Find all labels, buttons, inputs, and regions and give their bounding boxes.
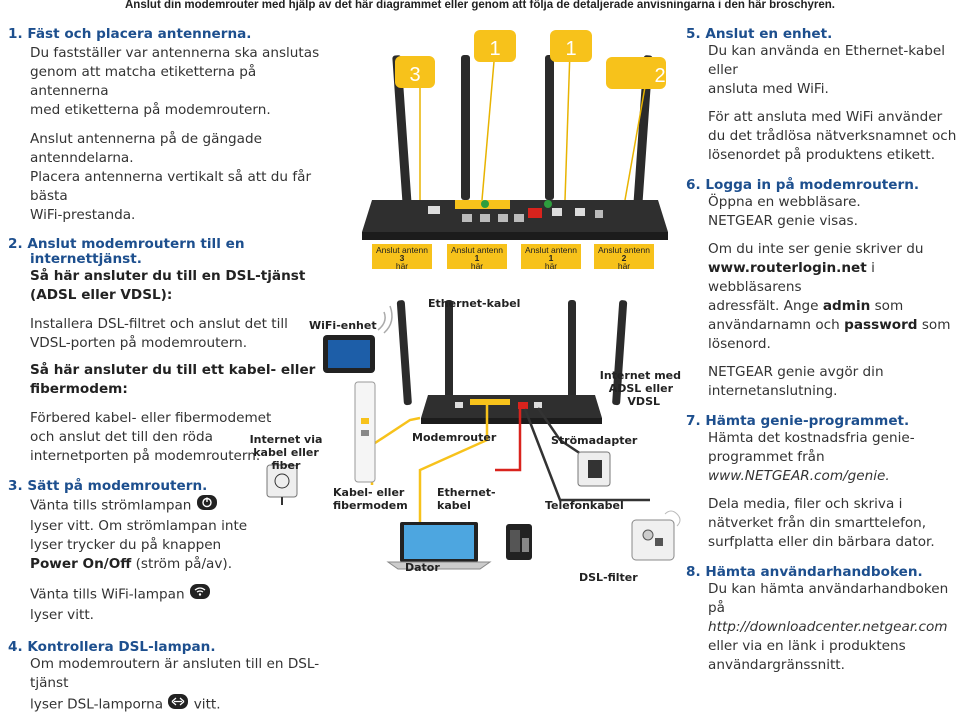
svg-text:2: 2 <box>622 253 627 263</box>
wifi-led-icon <box>189 583 211 606</box>
antenna-callout-1a <box>474 30 516 62</box>
label-internet-dsl-3: VDSL <box>627 395 660 408</box>
label-internet-dsl-1: Internet med <box>600 369 681 382</box>
antenna-callout-3 <box>395 56 435 88</box>
label-telefonkabel: Telefonkabel <box>545 499 624 512</box>
fiber-wall-jack <box>266 464 298 505</box>
label-internet-fiber-1: Internet via <box>250 433 323 446</box>
label-wifi-enhet: WiFi-enhet <box>309 319 377 332</box>
phone <box>506 524 532 560</box>
label-modemrouter: Modemrouter <box>412 431 497 444</box>
dsl-filter <box>631 510 681 561</box>
svg-text:1: 1 <box>475 253 480 263</box>
label-kabel-modem-1: Kabel- eller <box>333 486 405 499</box>
antenna-callout-1b <box>550 30 592 62</box>
svg-text:3: 3 <box>409 64 420 86</box>
page-header: Anslut din modemrouter med hjälp av det … <box>125 0 835 11</box>
step5-title: 5. Anslut en enhet. <box>686 26 833 42</box>
step7-title: 7. Hämta genie-programmet. <box>686 413 910 429</box>
label-kabel-modem-2: fibermodem <box>333 499 408 512</box>
routerlogin-link[interactable]: www.routerlogin.net <box>708 260 867 276</box>
antenna-number-callouts: 3 1 1 2 <box>395 30 666 89</box>
step1-text1: Du fastställer var antennerna ska anslut… <box>30 45 320 118</box>
svg-text:här: här <box>545 261 557 271</box>
label-ethernet-bottom-1: Ethernet- <box>437 486 496 499</box>
label-dsl-filter: DSL-filter <box>579 571 638 584</box>
label-ethernet-bottom-2: kabel <box>437 499 471 512</box>
router-back-view <box>362 200 668 240</box>
svg-text:2: 2 <box>654 65 665 87</box>
svg-text:här: här <box>471 261 483 271</box>
downloadcenter-link[interactable]: http://downloadcenter.netgear.com <box>708 619 948 635</box>
svg-text:här: här <box>618 261 630 271</box>
svg-text:Anslut antenn: Anslut antenn <box>451 245 503 255</box>
label-internet-fiber-3: fiber <box>272 459 301 472</box>
step1-title: 1. Fäst och placera antennerna. <box>8 26 252 42</box>
step6-text2: Om du inte ser genie skriver du www.rout… <box>708 241 951 352</box>
wifi-device <box>323 305 393 373</box>
svg-text:1: 1 <box>565 38 576 60</box>
svg-text:Anslut antenn: Anslut antenn <box>525 245 577 255</box>
step6-text1: Öppna en webbläsare.NETGEAR genie visas. <box>708 194 861 229</box>
antenna-callout-2 <box>606 57 666 89</box>
bottom-router <box>396 300 628 424</box>
right-column: 5. Anslut en enhet. Du kan använda en Et… <box>686 26 958 675</box>
step1-text2: Anslut antennerna på de gängade antennde… <box>30 131 312 223</box>
label-internet-fiber-2: kabel eller <box>253 446 319 459</box>
step7-text1: Hämta det kostnadsfria genie-programmet … <box>708 430 915 484</box>
svg-text:Anslut antenn: Anslut antenn <box>598 245 650 255</box>
svg-text:1: 1 <box>489 38 500 60</box>
label-stromadapter: Strömadapter <box>551 434 638 447</box>
svg-text:Anslut antenn: Anslut antenn <box>376 245 428 255</box>
step8-text: Du kan hämta användarhandboken på http:/… <box>708 581 949 673</box>
svg-text:här: här <box>396 261 408 271</box>
step4-text: Om modemroutern är ansluten till en DSL-… <box>8 655 338 716</box>
svg-text:1: 1 <box>549 253 554 263</box>
label-ethernet-kabel-top: Ethernet-kabel <box>428 297 520 310</box>
svg-text:3: 3 <box>400 253 405 263</box>
power-led-icon <box>196 494 218 517</box>
laptop <box>386 522 492 570</box>
dsl-led-icon <box>167 693 189 716</box>
label-dator: Dator <box>405 561 440 574</box>
step6-title: 6. Logga in på modemroutern. <box>686 177 920 193</box>
cable-heading: Så här ansluter du till ett kabel- eller… <box>30 362 316 397</box>
label-internet-dsl-2: ADSL eller <box>609 382 674 395</box>
dsl-text: Installera DSL-filtret och anslut det ti… <box>30 316 288 351</box>
step3-text: Vänta tills strömlampan lyser vitt. Om s… <box>8 494 338 625</box>
genie-link[interactable]: www.NETGEAR.com/genie. <box>708 468 890 484</box>
step3-title: 3. Sätt på modemroutern. <box>8 478 208 494</box>
dsl-heading: Så här ansluter du till en DSL-tjänst(AD… <box>30 268 306 303</box>
step8-title: 8. Hämta användarhandboken. <box>686 564 923 580</box>
top-router-antennas <box>392 49 653 211</box>
power-adapter <box>577 451 611 487</box>
cable-modem <box>354 381 376 483</box>
